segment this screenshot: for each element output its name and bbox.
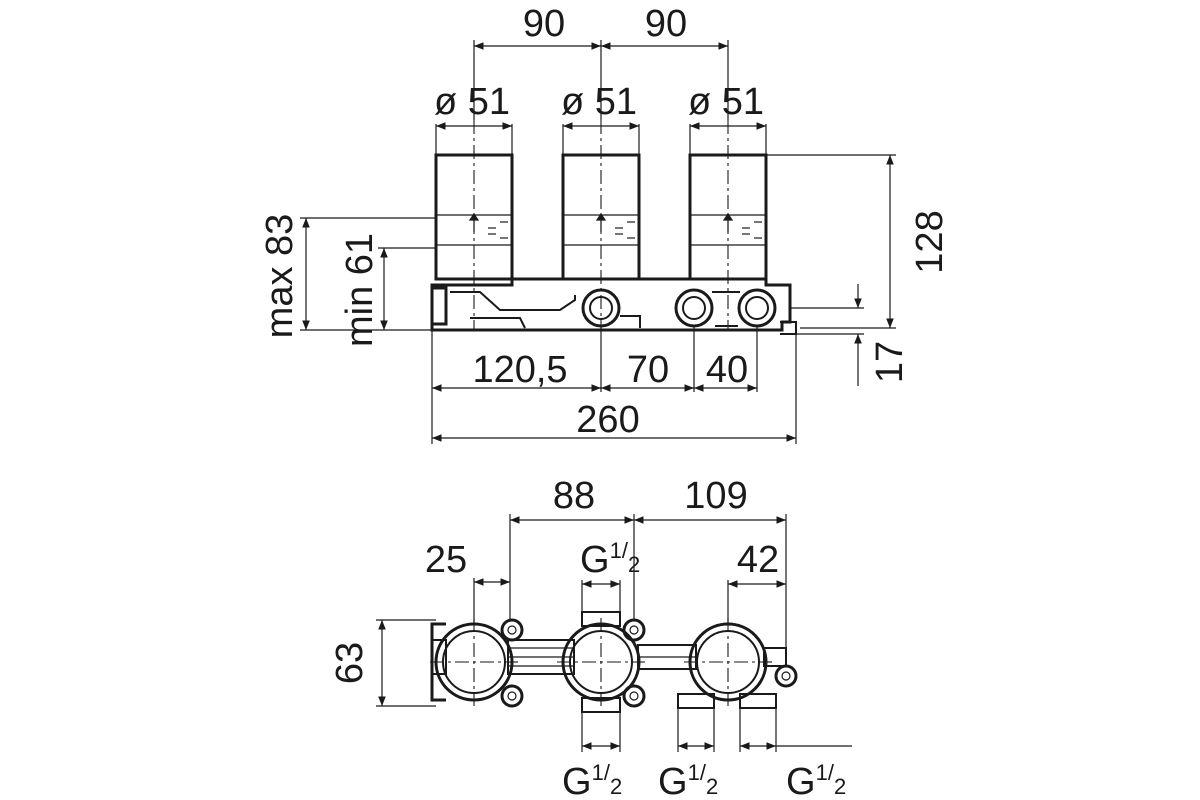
- dim-segments: 120,5 70 40: [431, 326, 797, 444]
- dim-top-height: 63: [329, 619, 436, 707]
- dim-diameter-1: ø 51: [434, 81, 510, 123]
- dim-base-offset-label: 17: [869, 341, 911, 383]
- valve-body: [430, 277, 797, 335]
- valve-cylinder-1: [434, 120, 514, 330]
- dim-width-total-label: 260: [576, 399, 639, 441]
- dim-spacing-left: 90: [523, 3, 565, 45]
- dim-depth-min: min 61: [339, 233, 436, 347]
- dim-offset-left-label: 25: [425, 539, 467, 581]
- dim-diameter-2: ø 51: [561, 81, 637, 123]
- dim-offset-left: 25: [425, 539, 510, 624]
- thread-top-label: G1/2: [580, 538, 640, 581]
- dim-top-height-label: 63: [329, 642, 371, 684]
- dim-depth-max-label: max 83: [259, 214, 301, 339]
- valve-cylinder-3: [688, 120, 768, 330]
- dim-segment-1: 120,5: [472, 349, 567, 391]
- front-view: 90 90 ø 51 ø 51 ø 51 128: [259, 3, 951, 444]
- dim-segment-2: 70: [627, 349, 669, 391]
- dim-segment-3: 40: [706, 349, 748, 391]
- dim-top-spacing: 88 109: [509, 475, 787, 666]
- dim-top-spacing-2: 109: [684, 475, 747, 517]
- thread-bottom-1-label: G1/2: [562, 760, 622, 800]
- dim-offset-right: 42: [727, 539, 786, 624]
- dim-base-offset: 17: [790, 284, 911, 386]
- dim-diameter-3: ø 51: [688, 81, 764, 123]
- dim-spacing-right: 90: [645, 3, 687, 45]
- thread-bottom-2-label: G1/2: [658, 760, 718, 800]
- thread-bottom-3-label: G1/2: [786, 760, 846, 800]
- dim-width-total: 260: [432, 399, 796, 442]
- dim-depth-min-label: min 61: [339, 233, 381, 347]
- dim-diameters: ø 51 ø 51 ø 51: [434, 81, 767, 155]
- dim-offset-right-label: 42: [737, 539, 779, 581]
- dim-height-total: 128: [766, 154, 951, 329]
- top-view-centerlines: [430, 618, 772, 706]
- dim-thread-top: G1/2: [580, 538, 640, 612]
- dim-height-total-label: 128: [909, 210, 951, 273]
- dim-spacing-top: 90 90: [473, 3, 729, 120]
- top-view: 88 109 25 42 G1/2 63: [329, 475, 852, 800]
- dim-depth-max: max 83: [259, 214, 436, 339]
- dim-thread-bottom: G1/2 G1/2 G1/2: [562, 708, 852, 800]
- dim-top-spacing-1: 88: [553, 475, 595, 517]
